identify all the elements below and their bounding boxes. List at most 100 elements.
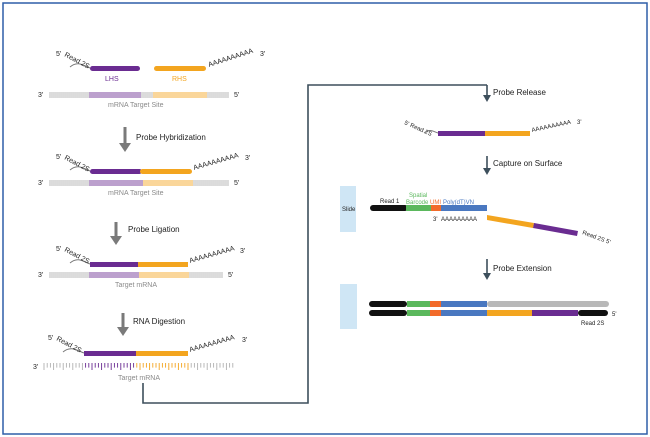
mrna-strand	[49, 180, 229, 186]
three-prime-label: 3'	[245, 155, 250, 162]
read2s-label: Read 2S	[63, 247, 91, 266]
rhs-label: RHS	[172, 76, 187, 83]
capture-umi-segment	[431, 205, 441, 211]
slide-block	[340, 186, 356, 232]
mrna-three-prime: 3'	[38, 272, 43, 279]
stage-hybridized: 5' Read 2S AAAAAAAAAA 3' 3' 5' mRNA Targ…	[38, 152, 250, 197]
five-prime-label: 5'	[56, 51, 61, 58]
lhs-probe	[90, 262, 138, 267]
ext-top-read1	[369, 301, 407, 307]
five-prime-label: 5'	[48, 335, 53, 342]
step-arrowhead-hybridization	[119, 143, 131, 152]
read2s-tail	[62, 348, 85, 354]
polyA-tail-label: AAAAAAAAAA	[207, 48, 254, 69]
umi-label: UMI	[430, 200, 441, 206]
ext-read2s-label: Read 2S	[581, 321, 604, 327]
rhs-probe	[136, 351, 188, 356]
read1-label: Read 1	[380, 199, 400, 205]
step-probe-hybridization: Probe Hybridization	[136, 133, 206, 142]
read2s-label: Read 2S	[55, 336, 83, 355]
ext-bottom-rhs	[487, 310, 532, 316]
step-rna-digestion: RNA Digestion	[133, 317, 185, 326]
read2s-tail	[69, 259, 91, 265]
released-rhs	[485, 131, 530, 136]
lhs-probe	[90, 66, 140, 71]
capture-polydt-segment	[441, 205, 487, 211]
step-arrowhead-release	[483, 95, 491, 102]
target-mrna-label: Target mRNA	[118, 375, 160, 382]
mrna-target-site-label: mRNA Target Site	[108, 102, 164, 109]
stage-capture: Slide Read 1 Spatial Barcode UMI Poly(dT…	[340, 186, 611, 246]
ext-bottom-read1	[369, 310, 407, 316]
three-prime-label: 3'	[242, 337, 247, 344]
mrna-three-prime: 3'	[38, 92, 43, 99]
read2s-tail	[69, 63, 91, 69]
polydt-label: Poly(dT)VN	[443, 200, 474, 206]
released-three-prime: 3'	[577, 120, 581, 126]
ext-bottom-lhs	[532, 310, 578, 316]
capture-polyA-label: AAAAAAAAA	[441, 217, 477, 223]
step-probe-ligation: Probe Ligation	[128, 225, 180, 234]
barcode-label: Barcode	[406, 200, 429, 206]
lhs-probe	[90, 169, 142, 174]
step-arrowhead-digestion	[117, 327, 129, 336]
ext-bottom-barcode	[407, 310, 430, 316]
ext-top-extended-gray	[487, 301, 609, 307]
extension-slide-block	[340, 284, 357, 329]
mrna-five-prime: 5'	[228, 272, 233, 279]
stage-released: 5' Read 2S AAAAAAAAAA 3'	[403, 120, 581, 138]
five-prime-label: 5'	[56, 154, 61, 161]
step-arrowhead-capture	[483, 168, 491, 175]
ext-top-umi	[430, 301, 441, 307]
released-read2s-label: 5' Read 2S	[403, 120, 432, 137]
mrna-strand	[49, 92, 229, 98]
mrna-strand-digested	[43, 363, 234, 370]
mrna-target-site-label: mRNA Target Site	[108, 190, 164, 197]
mrna-three-prime: 3'	[33, 364, 38, 371]
workflow-connector	[142, 84, 487, 404]
mrna-strand	[49, 272, 223, 278]
stage-extension: 5' Read 2S	[340, 284, 616, 329]
mrna-five-prime: 5'	[234, 92, 239, 99]
stage-ligated: 5' Read 2S AAAAAAAAAA 3' 3' 5' Target mR…	[38, 245, 245, 289]
spatial-label: Spatial	[409, 193, 427, 199]
ext-bottom-polydt	[441, 310, 487, 316]
step-arrowhead-ligation	[110, 236, 122, 245]
capture-read1-segment	[370, 205, 408, 211]
three-prime-label: 3'	[240, 248, 245, 255]
three-prime-label: 3'	[260, 51, 265, 58]
stage-digested: 5' Read 2S AAAAAAAAAA 3' 3' Target mRNA	[33, 334, 247, 382]
read2s-label: Read 2S	[63, 155, 91, 174]
lhs-probe	[84, 351, 136, 356]
released-lhs	[438, 131, 485, 136]
capture-lhs-strand	[533, 223, 578, 236]
target-mrna-label: Target mRNA	[115, 282, 157, 289]
step-arrowhead-extension	[483, 273, 491, 280]
slide-label: Slide	[342, 207, 356, 213]
polyA-tail-label: AAAAAAAAAA	[189, 245, 236, 265]
ext-bottom-read2s	[578, 310, 608, 316]
ext-top-polydt	[441, 301, 487, 307]
capture-read2s-label: Read 2S 5'	[581, 230, 611, 246]
ext-top-barcode	[407, 301, 430, 307]
ext-bottom-umi	[430, 310, 441, 316]
rhs-probe	[140, 169, 192, 174]
ext-five-prime: 5'	[612, 312, 616, 318]
step-probe-extension: Probe Extension	[493, 264, 552, 273]
step-capture-on-surface: Capture on Surface	[493, 159, 563, 168]
rhs-probe	[138, 262, 188, 267]
read2s-tail	[423, 130, 439, 134]
lhs-label: LHS	[105, 76, 119, 83]
step-probe-release: Probe Release	[493, 88, 546, 97]
capture-rhs-strand	[487, 215, 534, 228]
five-prime-label: 5'	[56, 246, 61, 253]
mrna-five-prime: 5'	[234, 180, 239, 187]
read2s-label: Read 2S	[63, 52, 91, 71]
rhs-probe	[154, 66, 206, 71]
polyA-tail-label: AAAAAAAAAA	[189, 334, 236, 354]
polyA-tail-label: AAAAAAAAAA	[193, 152, 240, 172]
capture-three-prime: 3'	[433, 217, 437, 223]
released-polyA-label: AAAAAAAAAA	[531, 120, 571, 134]
stage-probes: 5' Read 2S LHS RHS AAAAAAAAAA 3' 3' 5' m…	[38, 48, 265, 109]
